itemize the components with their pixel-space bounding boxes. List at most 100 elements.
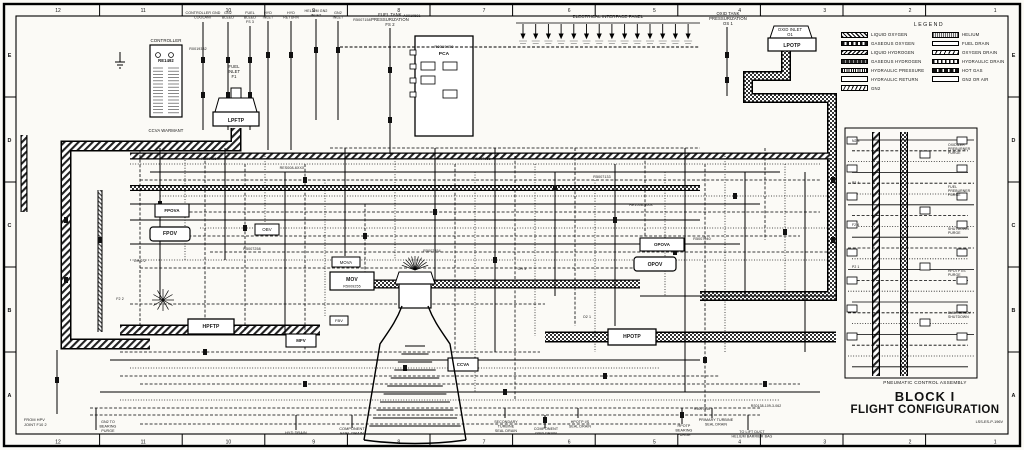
starburst-ray [403, 261, 416, 271]
diagram-label: OPOV [648, 262, 663, 268]
diagram-label: SECONDARY [494, 420, 518, 424]
legend-label: LIQUID OXYGEN [871, 32, 908, 38]
pipe-fitting [673, 249, 677, 255]
diagram-label: HPOTP [623, 334, 641, 340]
pca-valve-box [846, 304, 858, 313]
diagram-label: FUEL [228, 64, 240, 69]
eip-arrowhead [660, 33, 666, 40]
diagram-label: SEAL DRAIN [569, 425, 592, 429]
fitting-layer [55, 47, 835, 423]
eip-arrowhead [583, 33, 590, 40]
diagram-label: HELIUM BARRIER BAG [732, 435, 773, 439]
drawing-title-line1: BLOCK I [894, 389, 956, 404]
pca-valve-box [956, 248, 968, 257]
zone-number: 9 [312, 8, 315, 14]
lpftp-box [212, 111, 260, 127]
pipe-fitting [363, 233, 367, 239]
diagram-label: SHUTDOWN [948, 227, 969, 231]
starburst-ray [414, 256, 419, 271]
zone-letter: E [8, 53, 12, 59]
zone-number: 1 [994, 8, 997, 14]
legend-label: GN2 OR AIR [962, 76, 989, 82]
ignition-starbursts [152, 256, 429, 311]
zone-number: 3 [823, 440, 826, 446]
pipe-fitting [680, 412, 684, 418]
diagram-label: R5007056 [473, 157, 490, 161]
fbv-box [329, 315, 349, 326]
starburst-ray [414, 259, 425, 271]
diagram-label: JOINT F10 2 [24, 423, 47, 427]
starburst-ray [414, 257, 422, 271]
zone-number: 5 [653, 440, 656, 446]
zone-number: 6 [568, 440, 571, 446]
eip-arrows [519, 24, 693, 44]
injector-dome [394, 271, 436, 285]
pca-valve-2 [420, 75, 436, 85]
diagram-label: OS 1 [723, 21, 734, 26]
zone-letter: B [1012, 308, 1016, 314]
zone-number: 11 [141, 440, 146, 446]
diagram-label: PURGE [948, 273, 961, 277]
hpotp-box [607, 328, 657, 346]
diagram-label: PURGE [948, 193, 961, 197]
diagram-label: HYD [264, 11, 272, 15]
diagram-label: GN2 TO [101, 420, 115, 424]
starburst-ray [162, 294, 173, 301]
ground-symbol [115, 52, 125, 69]
pipe-fitting [503, 389, 507, 395]
diagram-label: FPOV [163, 231, 178, 237]
zone-number: 12 [55, 440, 61, 446]
diagram-label: INLET [228, 69, 241, 74]
diagram-label: RE1008-3003 [629, 203, 652, 207]
pipe-fitting [433, 209, 437, 215]
fuel-feed-duct [60, 128, 242, 350]
diagram-label: HPFTP [203, 324, 220, 330]
legend-row: HYDRAULIC DRAIN [932, 58, 1017, 65]
legend-swatch [841, 49, 868, 56]
diagram-label: COMPONENT [534, 427, 559, 431]
zone-number: 4 [738, 8, 741, 14]
diagram-label: PRESSURIZATION [709, 16, 747, 21]
nozzle-exit [363, 439, 467, 445]
diagram-label: MOV [346, 277, 358, 283]
diagram-label: MOVA [340, 260, 353, 265]
eip-arrowhead [685, 33, 691, 40]
eip-arrowhead [596, 33, 602, 40]
diagram-label: BEARING [676, 429, 693, 433]
legend-row: LIQUID OXYGEN [841, 32, 926, 38]
diagram-label: R5007116 [694, 407, 710, 411]
starburst-ray [401, 264, 416, 271]
diagram-label: CCVA [457, 362, 470, 367]
pca-valve-box [919, 318, 931, 327]
diagram-label: SEAL DRAIN [495, 429, 518, 433]
opov-box [633, 256, 677, 272]
pca-valve-box [846, 248, 858, 257]
eip-arrowhead [609, 33, 615, 40]
pca-valve-box [919, 262, 931, 271]
diagram-label: R0019450 [434, 44, 454, 49]
zone-number: 9 [312, 440, 315, 446]
diagram-label: OBV [262, 227, 272, 232]
zone-number: 11 [141, 8, 146, 14]
diagram-label: A0019581 [403, 14, 420, 18]
starburst-ray [153, 294, 164, 301]
legend-label: OXYGEN DRAIN [962, 50, 998, 56]
frame-ticks [4, 4, 1020, 446]
starburst-ray [162, 299, 173, 306]
diagram-label: HYD [287, 11, 295, 15]
pca-valve-box [846, 332, 858, 341]
pca-port-4 [409, 91, 417, 98]
zone-letter: C [1012, 223, 1016, 229]
diagram-label: F1 [231, 74, 237, 79]
diagram-label: INLET [311, 14, 322, 18]
pipe-fitting [243, 225, 247, 231]
pca-detail-valves [846, 136, 968, 341]
diagram-label: BLEED [244, 16, 257, 20]
legend-row: FUEL DRAIN [932, 40, 1017, 47]
legend-swatch [932, 32, 959, 38]
doc-number: LSS-ES-P-196V [975, 420, 1003, 424]
diagram-label: R5007158 [353, 18, 370, 22]
legend-label: HYDRAULIC DRAIN [962, 58, 1005, 64]
